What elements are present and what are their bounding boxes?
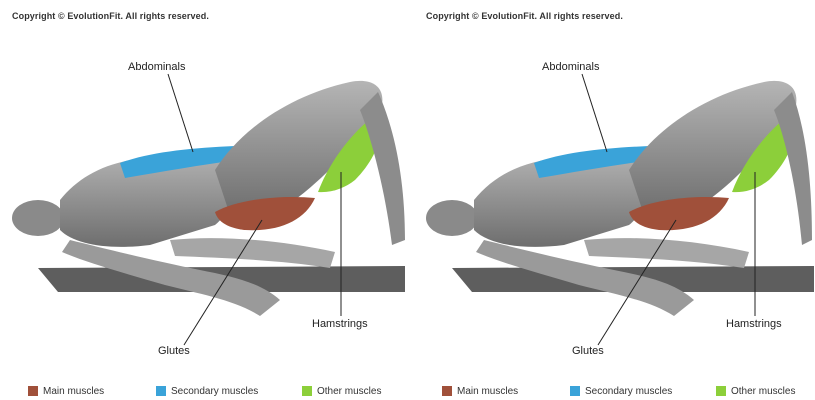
- legend-item-other: Other muscles: [302, 384, 381, 398]
- abdominals-leader-line: [168, 74, 193, 152]
- muscle-diagram: [0, 0, 408, 400]
- glutes-label: Glutes: [572, 345, 604, 357]
- main-muscles-swatch: [28, 386, 38, 396]
- legend-label-secondary: Secondary muscles: [585, 386, 672, 397]
- legend-item-secondary: Secondary muscles: [570, 384, 672, 398]
- legend-label-secondary: Secondary muscles: [171, 386, 258, 397]
- head: [426, 200, 478, 236]
- hamstrings-label: Hamstrings: [312, 318, 368, 330]
- legend-label-main: Main muscles: [457, 386, 518, 397]
- lower-leg: [774, 92, 812, 245]
- main-muscles-swatch: [442, 386, 452, 396]
- other-muscles-swatch: [302, 386, 312, 396]
- legend-item-main: Main muscles: [442, 384, 518, 398]
- secondary-muscles-swatch: [156, 386, 166, 396]
- abdominals-leader-line: [582, 74, 607, 152]
- legend: Main muscles Secondary muscles Other mus…: [28, 384, 408, 398]
- abdominals-label: Abdominals: [542, 61, 599, 73]
- exercise-panel-left: Copyright © EvolutionFit. All rights res…: [0, 0, 408, 400]
- legend-label-other: Other muscles: [731, 386, 795, 397]
- legend-item-secondary: Secondary muscles: [156, 384, 258, 398]
- legend-item-other: Other muscles: [716, 384, 795, 398]
- head: [12, 200, 64, 236]
- legend-item-main: Main muscles: [28, 384, 104, 398]
- legend-label-main: Main muscles: [43, 386, 104, 397]
- forearm: [170, 238, 335, 268]
- legend: Main muscles Secondary muscles Other mus…: [442, 384, 815, 398]
- hamstrings-label: Hamstrings: [726, 318, 782, 330]
- glutes-label: Glutes: [158, 345, 190, 357]
- lower-leg: [360, 92, 405, 245]
- abdominals-label: Abdominals: [128, 61, 185, 73]
- forearm: [584, 238, 749, 268]
- exercise-panel-right: Copyright © EvolutionFit. All rights res…: [414, 0, 815, 400]
- legend-label-other: Other muscles: [317, 386, 381, 397]
- secondary-muscles-swatch: [570, 386, 580, 396]
- muscle-diagram: [414, 0, 815, 400]
- other-muscles-swatch: [716, 386, 726, 396]
